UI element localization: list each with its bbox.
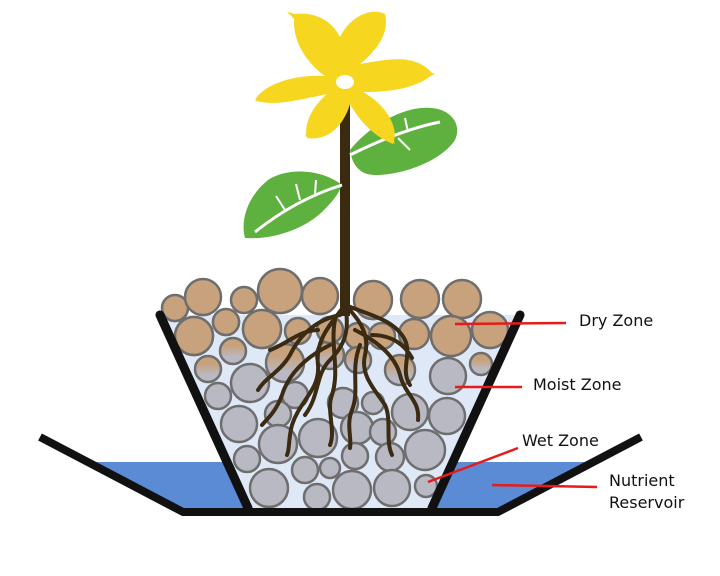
pebble — [219, 404, 259, 444]
pebble — [232, 444, 262, 474]
root-strand — [353, 328, 421, 422]
root-strand — [370, 333, 414, 360]
pebble — [428, 356, 468, 396]
pebble — [372, 468, 412, 508]
leaf-right — [349, 107, 458, 175]
pointer-wet-zone — [427, 446, 519, 484]
pebble — [441, 278, 483, 320]
pebble — [297, 417, 339, 459]
root-strand — [303, 303, 349, 417]
pebble — [331, 469, 373, 508]
pebble — [318, 456, 342, 480]
label-moist-zone: Moist Zone — [533, 375, 622, 394]
label-nutrient-reservoir-line2: Reservoir — [609, 493, 685, 512]
pebble — [229, 285, 259, 315]
root-strand — [343, 303, 412, 387]
root-strand — [343, 303, 394, 457]
pebble — [193, 354, 223, 384]
label-dry-zone: Dry Zone — [579, 311, 654, 330]
pebble — [340, 441, 370, 471]
pebble — [248, 467, 290, 508]
pebble — [399, 278, 441, 320]
plant-stem — [340, 88, 350, 316]
pebble — [203, 381, 233, 411]
roots — [256, 303, 421, 457]
pebble — [360, 390, 386, 416]
root-strand — [260, 343, 332, 427]
root-strand — [256, 313, 342, 392]
root-strand — [347, 343, 362, 450]
pebble — [183, 277, 223, 317]
pointer-nutrient-reservoir — [491, 483, 598, 489]
pebble — [368, 417, 398, 447]
root-strand — [285, 303, 347, 457]
pot-wall-left — [155, 310, 253, 513]
root-strand — [268, 328, 320, 352]
pebble — [173, 315, 215, 357]
pebble — [229, 362, 271, 404]
pebble — [211, 307, 241, 337]
label-nutrient-reservoir: Nutrient Reservoir — [609, 470, 684, 514]
pebble — [218, 336, 248, 366]
pebble — [300, 276, 340, 316]
leaf-left — [243, 171, 343, 239]
pebble — [390, 392, 430, 432]
pebble — [241, 308, 283, 350]
pebble — [256, 267, 304, 315]
pebble — [468, 351, 494, 377]
pebble — [403, 428, 447, 472]
root-strand — [328, 318, 338, 447]
label-nutrient-reservoir-line1: Nutrient — [609, 471, 675, 490]
label-wet-zone: Wet Zone — [522, 431, 599, 450]
pebble-media-top — [160, 267, 510, 358]
pebble — [339, 410, 375, 446]
saucer-outline — [38, 433, 643, 516]
pebble — [290, 455, 320, 485]
pebble — [427, 396, 467, 436]
flower — [255, 11, 435, 144]
pebble — [429, 314, 473, 358]
pointer-dry-zone — [454, 321, 567, 326]
pebble — [302, 482, 332, 508]
flower-center — [336, 75, 354, 89]
pebble — [352, 279, 394, 321]
pebble — [470, 310, 510, 350]
